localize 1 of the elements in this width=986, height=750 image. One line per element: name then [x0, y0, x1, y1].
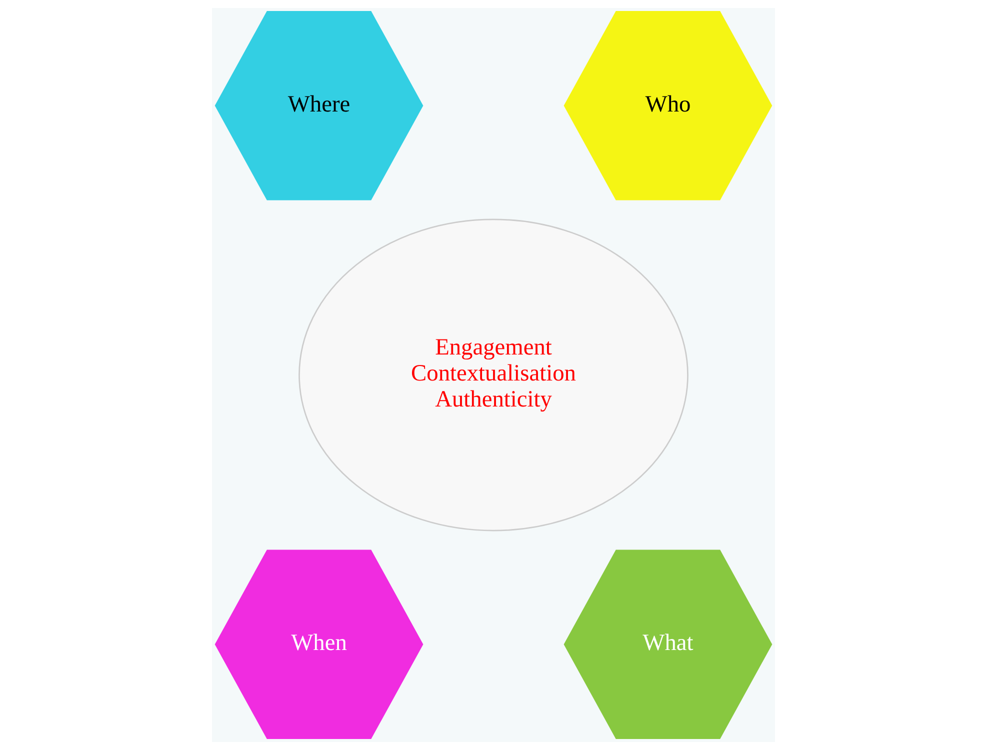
node-ellipse: Engagement Contextualisation Authenticity — [298, 218, 688, 532]
